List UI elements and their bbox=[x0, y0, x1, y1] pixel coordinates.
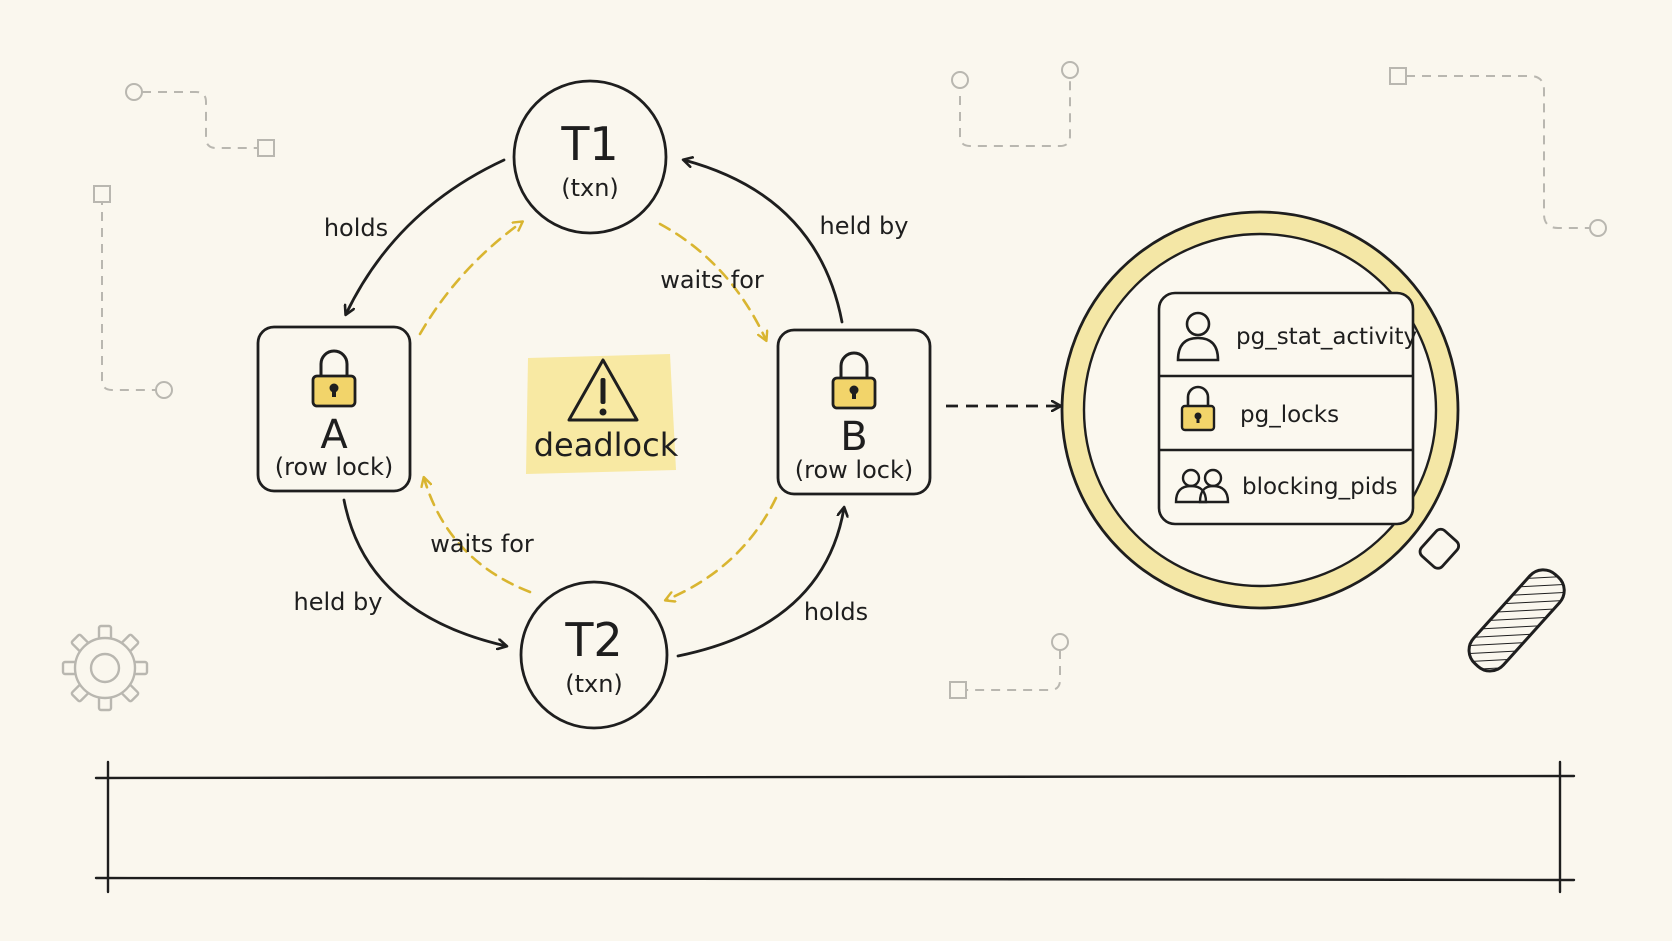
dashed-arrow-a-to-t1 bbox=[418, 222, 522, 336]
warning-triangle-icon bbox=[567, 358, 639, 422]
node-t1: T1 (txn) bbox=[512, 79, 668, 235]
panel-row-pg-stat-activity: pg_stat_activity bbox=[1176, 311, 1417, 362]
label-t1-waits-for-b: waits for bbox=[660, 266, 764, 294]
node-lock-a: A (row lock) bbox=[256, 325, 412, 493]
panel-row-blocking-pids: blocking_pids bbox=[1174, 468, 1398, 504]
lock-b-subtitle: (row lock) bbox=[795, 456, 913, 484]
node-t2: T2 (txn) bbox=[519, 580, 669, 730]
cycle-arrows bbox=[342, 158, 844, 658]
label-a-held-by-t2: held by bbox=[294, 588, 383, 616]
t2-subtitle: (txn) bbox=[565, 670, 623, 698]
t1-subtitle: (txn) bbox=[561, 174, 619, 202]
node-lock-b: B (row lock) bbox=[776, 328, 932, 496]
dashed-arrow-t1-to-b bbox=[658, 222, 766, 340]
user-icon bbox=[1176, 311, 1220, 362]
panel-row-pg-locks: pg_locks bbox=[1180, 385, 1339, 432]
lock-a-letter: A bbox=[320, 412, 348, 458]
label-b-held-by-t1: held by bbox=[820, 212, 909, 240]
padlock-icon bbox=[1180, 385, 1216, 432]
panel-label-pg-stat-activity: pg_stat_activity bbox=[1236, 324, 1417, 350]
arrow-b-held-by-t1 bbox=[684, 160, 844, 324]
arrow-t2-holds-b bbox=[676, 508, 844, 658]
panel-label-blocking-pids: blocking_pids bbox=[1242, 474, 1398, 500]
gear-icon bbox=[61, 624, 149, 712]
dashed-arrow-b-to-t2 bbox=[666, 496, 778, 600]
label-t1-holds-a: holds bbox=[324, 214, 388, 242]
padlock-icon bbox=[311, 349, 357, 408]
arrow-a-held-by-t2 bbox=[342, 498, 506, 646]
deadlock-label: deadlock bbox=[534, 426, 679, 464]
lock-b-letter: B bbox=[840, 414, 867, 460]
bottom-frame bbox=[94, 760, 1576, 894]
waits-for-arrows bbox=[418, 222, 778, 600]
arrow-t1-holds-a bbox=[346, 158, 506, 314]
dashed-arrow-t2-to-a bbox=[424, 478, 532, 594]
lock-a-subtitle: (row lock) bbox=[275, 453, 393, 481]
decorative-nodes bbox=[93, 61, 1607, 699]
t2-title: T2 bbox=[564, 613, 622, 667]
label-t2-waits-for-a: waits for bbox=[430, 530, 534, 558]
panel-label-pg-locks: pg_locks bbox=[1240, 402, 1339, 428]
padlock-icon bbox=[831, 351, 877, 410]
users-icon bbox=[1174, 468, 1230, 504]
label-t2-holds-b: holds bbox=[804, 598, 868, 626]
decorative-traces bbox=[101, 75, 1590, 691]
deadlock-badge: deadlock bbox=[526, 354, 679, 474]
catalog-panel: pg_stat_activity pg_locks blocking_pids bbox=[1157, 291, 1417, 526]
t1-title: T1 bbox=[560, 117, 618, 171]
